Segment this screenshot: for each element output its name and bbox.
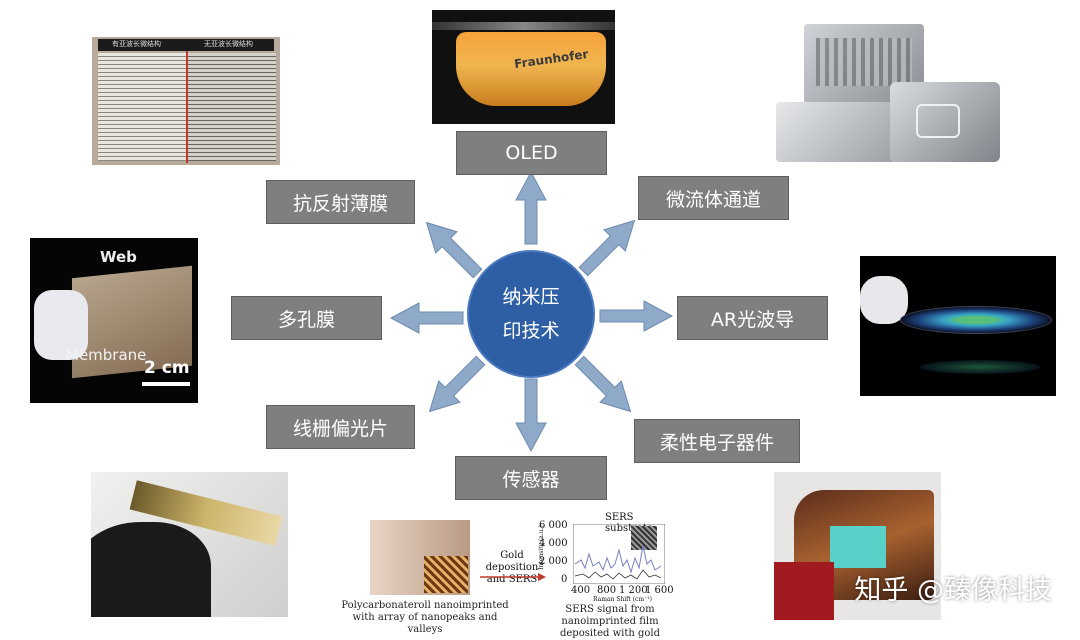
porous-membrane-photo: Web Membrane 2 cm bbox=[30, 238, 198, 403]
x-tick-0: 400 bbox=[571, 585, 591, 596]
scale-label: 2 cm bbox=[144, 358, 190, 378]
node-ar: AR光波导 bbox=[677, 296, 828, 340]
node-flexible: 柔性电子器件 bbox=[634, 419, 800, 463]
node-wire-grid: 线栅偏光片 bbox=[266, 405, 415, 449]
arrow-left-porous bbox=[390, 302, 464, 334]
node-porous: 多孔膜 bbox=[231, 296, 382, 340]
center-label-line2: 印技术 bbox=[502, 320, 560, 342]
sers-inset-image bbox=[631, 526, 657, 550]
arrow-downright-flexible bbox=[568, 349, 642, 423]
flexible-electronics-photo bbox=[774, 472, 941, 620]
membrane-label: Membrane bbox=[66, 346, 147, 364]
arrow-up-oled bbox=[515, 171, 547, 245]
gold-deposition-label: Gold deposition and SERS bbox=[485, 550, 539, 585]
watermark: 知乎 @臻像科技 bbox=[854, 575, 1052, 606]
x-tick-2: 1 200 bbox=[619, 585, 648, 596]
center-label-line1: 纳米压 bbox=[502, 286, 560, 308]
oled-photo: Fraunhofer bbox=[432, 10, 615, 124]
x-axis-label: Raman Shift (cm⁻¹) bbox=[593, 596, 653, 603]
web-label: Web bbox=[100, 248, 137, 266]
y-tick-1: 4 000 bbox=[539, 538, 568, 549]
ar-waveguide-photo bbox=[860, 256, 1056, 396]
microfluidic-photo bbox=[776, 24, 1001, 164]
antireflection-photo: 有亚波长微结构 无亚波长微结构 bbox=[92, 37, 280, 165]
node-sensor: 传感器 bbox=[455, 456, 607, 500]
node-antireflection: 抗反射薄膜 bbox=[266, 180, 415, 224]
arrow-downleft-wiregrid bbox=[418, 349, 492, 423]
center-node: 纳米压 印技术 bbox=[467, 250, 595, 378]
sers-spectrum bbox=[573, 524, 665, 584]
antireflection-header-left: 有亚波长微结构 bbox=[112, 40, 161, 48]
node-microfluidic: 微流体通道 bbox=[638, 176, 789, 220]
scale-bar bbox=[142, 382, 190, 386]
node-oled: OLED bbox=[456, 131, 607, 175]
gold-deposition-arrow bbox=[480, 573, 546, 581]
sensor-left-caption: Polycarbonateroll nanoimprinted with arr… bbox=[341, 600, 509, 635]
y-tick-2: 2 000 bbox=[539, 556, 568, 567]
x-tick-3: 1 600 bbox=[645, 585, 674, 596]
sensor-right-caption: SERS signal from nanoimprinted film depo… bbox=[559, 604, 660, 639]
sers-inset-label: SERS substrate bbox=[605, 512, 653, 534]
x-tick-1: 800 bbox=[597, 585, 617, 596]
sensor-sample-photo bbox=[370, 520, 470, 595]
arrow-upleft-antireflection bbox=[415, 211, 489, 285]
y-tick-3: 0 bbox=[561, 574, 568, 585]
wire-grid-photo bbox=[91, 472, 288, 617]
antireflection-header-right: 无亚波长微结构 bbox=[204, 40, 253, 48]
y-tick-0: 6 000 bbox=[539, 520, 568, 531]
arrow-down-sensor bbox=[515, 378, 547, 452]
arrow-right-ar bbox=[599, 300, 673, 332]
arrow-upright-microfluidic bbox=[572, 209, 646, 283]
sers-chart: SERS substrate 6 000 4 000 2 000 0 Inten… bbox=[535, 512, 675, 604]
